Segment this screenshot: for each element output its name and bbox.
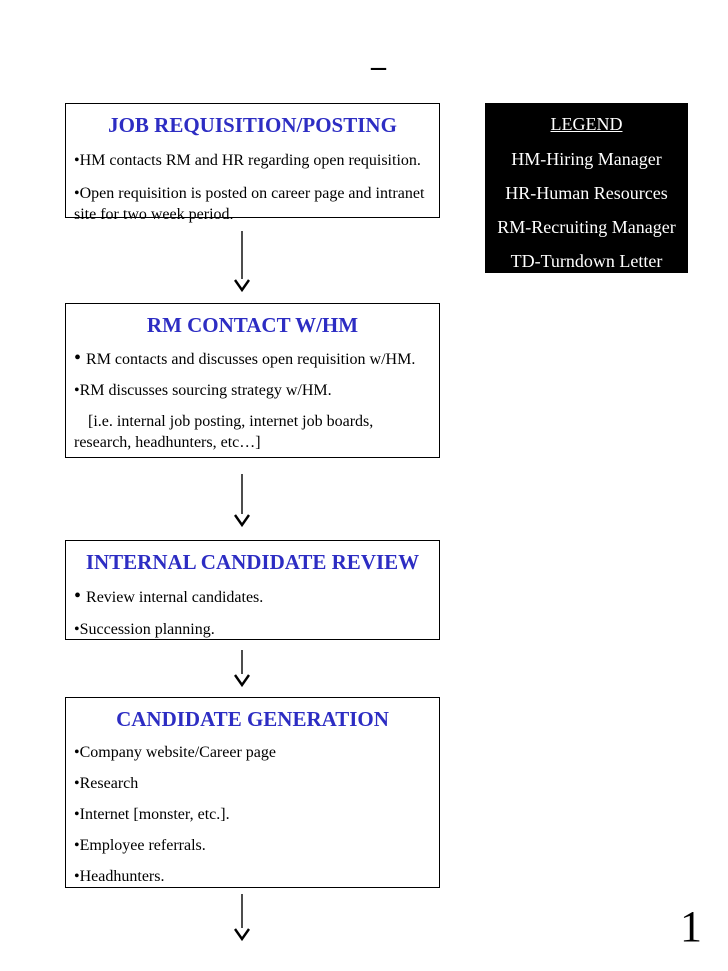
box-title: INTERNAL CANDIDATE REVIEW bbox=[85, 550, 420, 574]
legend-entry: RM-Recruiting Manager bbox=[497, 217, 676, 237]
down-arrow-icon bbox=[234, 474, 250, 528]
legend-box: LEGEND HM-Hiring Manager HR-Human Resour… bbox=[485, 103, 688, 273]
legend-entry: HM-Hiring Manager bbox=[511, 149, 662, 169]
bullet-item: [i.e. internal job posting, internet job… bbox=[74, 413, 374, 451]
flow-box-candidate-generation: CANDIDATE GENERATION Company website/Car… bbox=[65, 697, 440, 888]
box-title: CANDIDATE GENERATION bbox=[116, 707, 389, 731]
bullet-item: Open requisition is posted on career pag… bbox=[74, 183, 433, 225]
bullet-item: Headhunters. bbox=[74, 866, 433, 887]
bullet-item: Internet [monster, etc.]. bbox=[74, 804, 433, 825]
bullet-item: Employee referrals. bbox=[74, 835, 433, 856]
flow-box-internal-candidate-review: INTERNAL CANDIDATE REVIEW Review interna… bbox=[65, 540, 440, 640]
bullet-item: Company website/Career page bbox=[74, 742, 433, 763]
bullet-item: Review internal candidates. bbox=[74, 586, 433, 608]
flow-box-rm-contact: RM CONTACT W/HM RM contacts and discusse… bbox=[65, 303, 440, 458]
bullet-item: RM discusses sourcing strategy w/HM. bbox=[74, 380, 433, 401]
down-arrow-icon bbox=[234, 231, 250, 293]
flow-box-job-requisition: JOB REQUISITION/POSTING HM contacts RM a… bbox=[65, 103, 440, 223]
legend-entry: HR-Human Resources bbox=[505, 183, 668, 203]
bullet-item: RM contacts and discusses open requisiti… bbox=[74, 348, 433, 370]
page-number: 1 bbox=[680, 902, 702, 951]
box-title: RM CONTACT W/HM bbox=[146, 313, 359, 337]
down-arrow-icon bbox=[234, 650, 250, 688]
bullet-item: Research bbox=[74, 773, 433, 794]
box-title: JOB REQUISITION/POSTING bbox=[108, 113, 397, 137]
legend-title: LEGEND bbox=[550, 114, 623, 134]
legend-entry: TD-Turndown Letter bbox=[510, 251, 663, 271]
down-arrow-icon bbox=[234, 894, 250, 942]
bullet-item: Succession planning. bbox=[74, 619, 433, 640]
title-dash: – bbox=[371, 50, 386, 83]
bullet-item: HM contacts RM and HR regarding open req… bbox=[74, 150, 433, 171]
